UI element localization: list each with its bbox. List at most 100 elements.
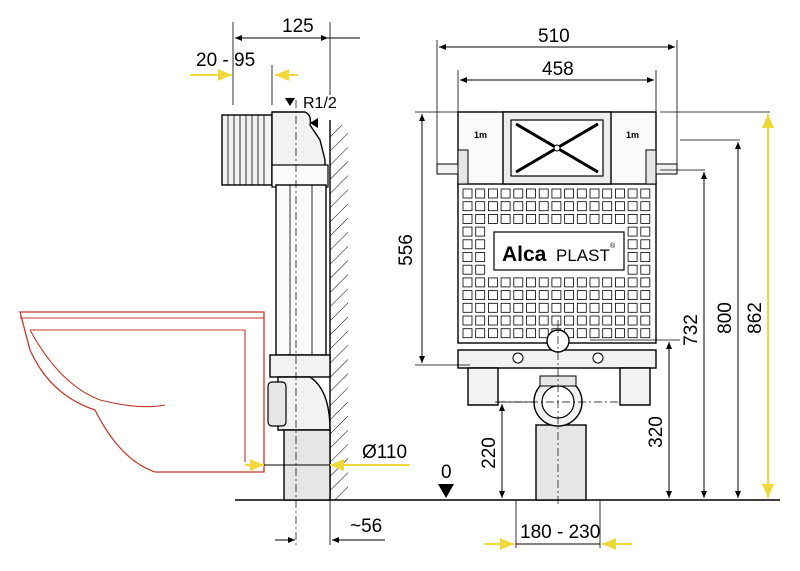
grid-cell (551, 315, 562, 326)
grid-cell (589, 328, 600, 339)
grid-cell (462, 213, 473, 224)
side-cistern-grille (221, 114, 273, 186)
grid-cell (487, 290, 498, 301)
grid-cell (551, 302, 562, 313)
brand-name-light: PLAST (556, 246, 610, 265)
grid-cell (564, 290, 574, 301)
grid-cell (589, 213, 600, 224)
side-drain-outlet (267, 381, 287, 427)
grid-cell (640, 213, 651, 224)
grid-cell (513, 315, 524, 326)
grid-cell (475, 213, 486, 224)
down-arrow-icon (285, 98, 295, 106)
grid-cell (615, 188, 625, 199)
grid-cell (462, 252, 473, 262)
grid-cell (627, 302, 638, 313)
grid-cell (640, 302, 651, 313)
grid-cell (462, 315, 473, 326)
grid-cell (526, 201, 536, 212)
grid-cell (500, 201, 511, 212)
dim-732-label: 732 (681, 314, 702, 346)
grid-cell (627, 290, 638, 301)
grid-cell (615, 315, 625, 326)
side-frame-rail (271, 164, 329, 188)
grid-cell (475, 277, 486, 288)
grid-cell (487, 328, 498, 339)
grid-cell (487, 302, 498, 313)
floor-zero-label: 0 (441, 462, 452, 483)
grid-cell (513, 302, 524, 313)
front-crossbar (457, 349, 657, 369)
left-arrow-icon (310, 118, 318, 128)
grid-cell (526, 328, 536, 339)
grid-cell (500, 290, 511, 301)
grid-cell (462, 201, 473, 212)
grid-cell (462, 277, 473, 288)
grid-cell (513, 328, 524, 339)
grid-cell (615, 201, 625, 212)
grid-cell (615, 213, 625, 224)
grid-cell (564, 201, 574, 212)
grid-cell (538, 315, 549, 326)
grid-cell (602, 302, 613, 313)
grid-cell (513, 277, 524, 288)
grid-cell (576, 277, 587, 288)
grid-cell (513, 201, 524, 212)
grid-cell (500, 302, 511, 313)
grid-cell (500, 213, 511, 224)
grid-cell (640, 201, 651, 212)
grid-cell (640, 252, 651, 262)
grid-cell (589, 315, 600, 326)
grid-cell (602, 213, 613, 224)
grid-cell (576, 290, 587, 301)
grid-cell (589, 290, 600, 301)
grid-cell (487, 201, 498, 212)
grid-cell (551, 188, 562, 199)
grid-cell (589, 188, 600, 199)
dim-458-label: 458 (542, 59, 574, 80)
grid-cell (615, 302, 625, 313)
dim-180-230-label: 180 - 230 (520, 522, 600, 543)
grid-cell (526, 315, 536, 326)
grid-cell (475, 264, 486, 275)
dim-862-label: 862 (745, 302, 766, 334)
grid-cell (627, 277, 638, 288)
left-wall-bracket (436, 163, 462, 175)
grid-cell (462, 328, 473, 339)
grid-cell (640, 290, 651, 301)
grid-cell (627, 264, 638, 275)
dim-556-label: 556 (396, 234, 417, 266)
grid-cell (526, 277, 536, 288)
grid-cell (589, 277, 600, 288)
dim-125-label: 125 (282, 16, 314, 37)
grid-cell (627, 252, 638, 262)
grid-cell (475, 201, 486, 212)
grid-cell (513, 213, 524, 224)
pipe-diameter-label: Ø110 (362, 442, 407, 463)
grid-cell (487, 277, 498, 288)
grid-cell (627, 328, 638, 339)
grid-cell (640, 277, 651, 288)
grid-cell (602, 328, 613, 339)
grid-cell (462, 226, 473, 237)
right-wall-bracket (652, 163, 678, 175)
grid-cell (475, 328, 486, 339)
dim-20-95-label: 20 - 95 (196, 50, 255, 71)
grid-cell (475, 302, 486, 313)
grid-cell (475, 188, 486, 199)
brand-name-bold: Alca (502, 243, 547, 266)
grid-cell (576, 302, 587, 313)
grid-cell (526, 302, 536, 313)
grid-cell (526, 290, 536, 301)
side-view: 125 20 - 95 R1/2 Ø110 ~56 0 (19, 16, 454, 545)
grid-cell (538, 328, 549, 339)
grid-cell (551, 201, 562, 212)
grid-cell (475, 290, 486, 301)
side-frame-foot (269, 354, 331, 378)
grid-cell (538, 302, 549, 313)
dim-56-label: ~56 (350, 516, 382, 537)
toilet-bowl-inner (29, 329, 246, 462)
right-leg (619, 367, 651, 406)
grid-cell (500, 188, 511, 199)
